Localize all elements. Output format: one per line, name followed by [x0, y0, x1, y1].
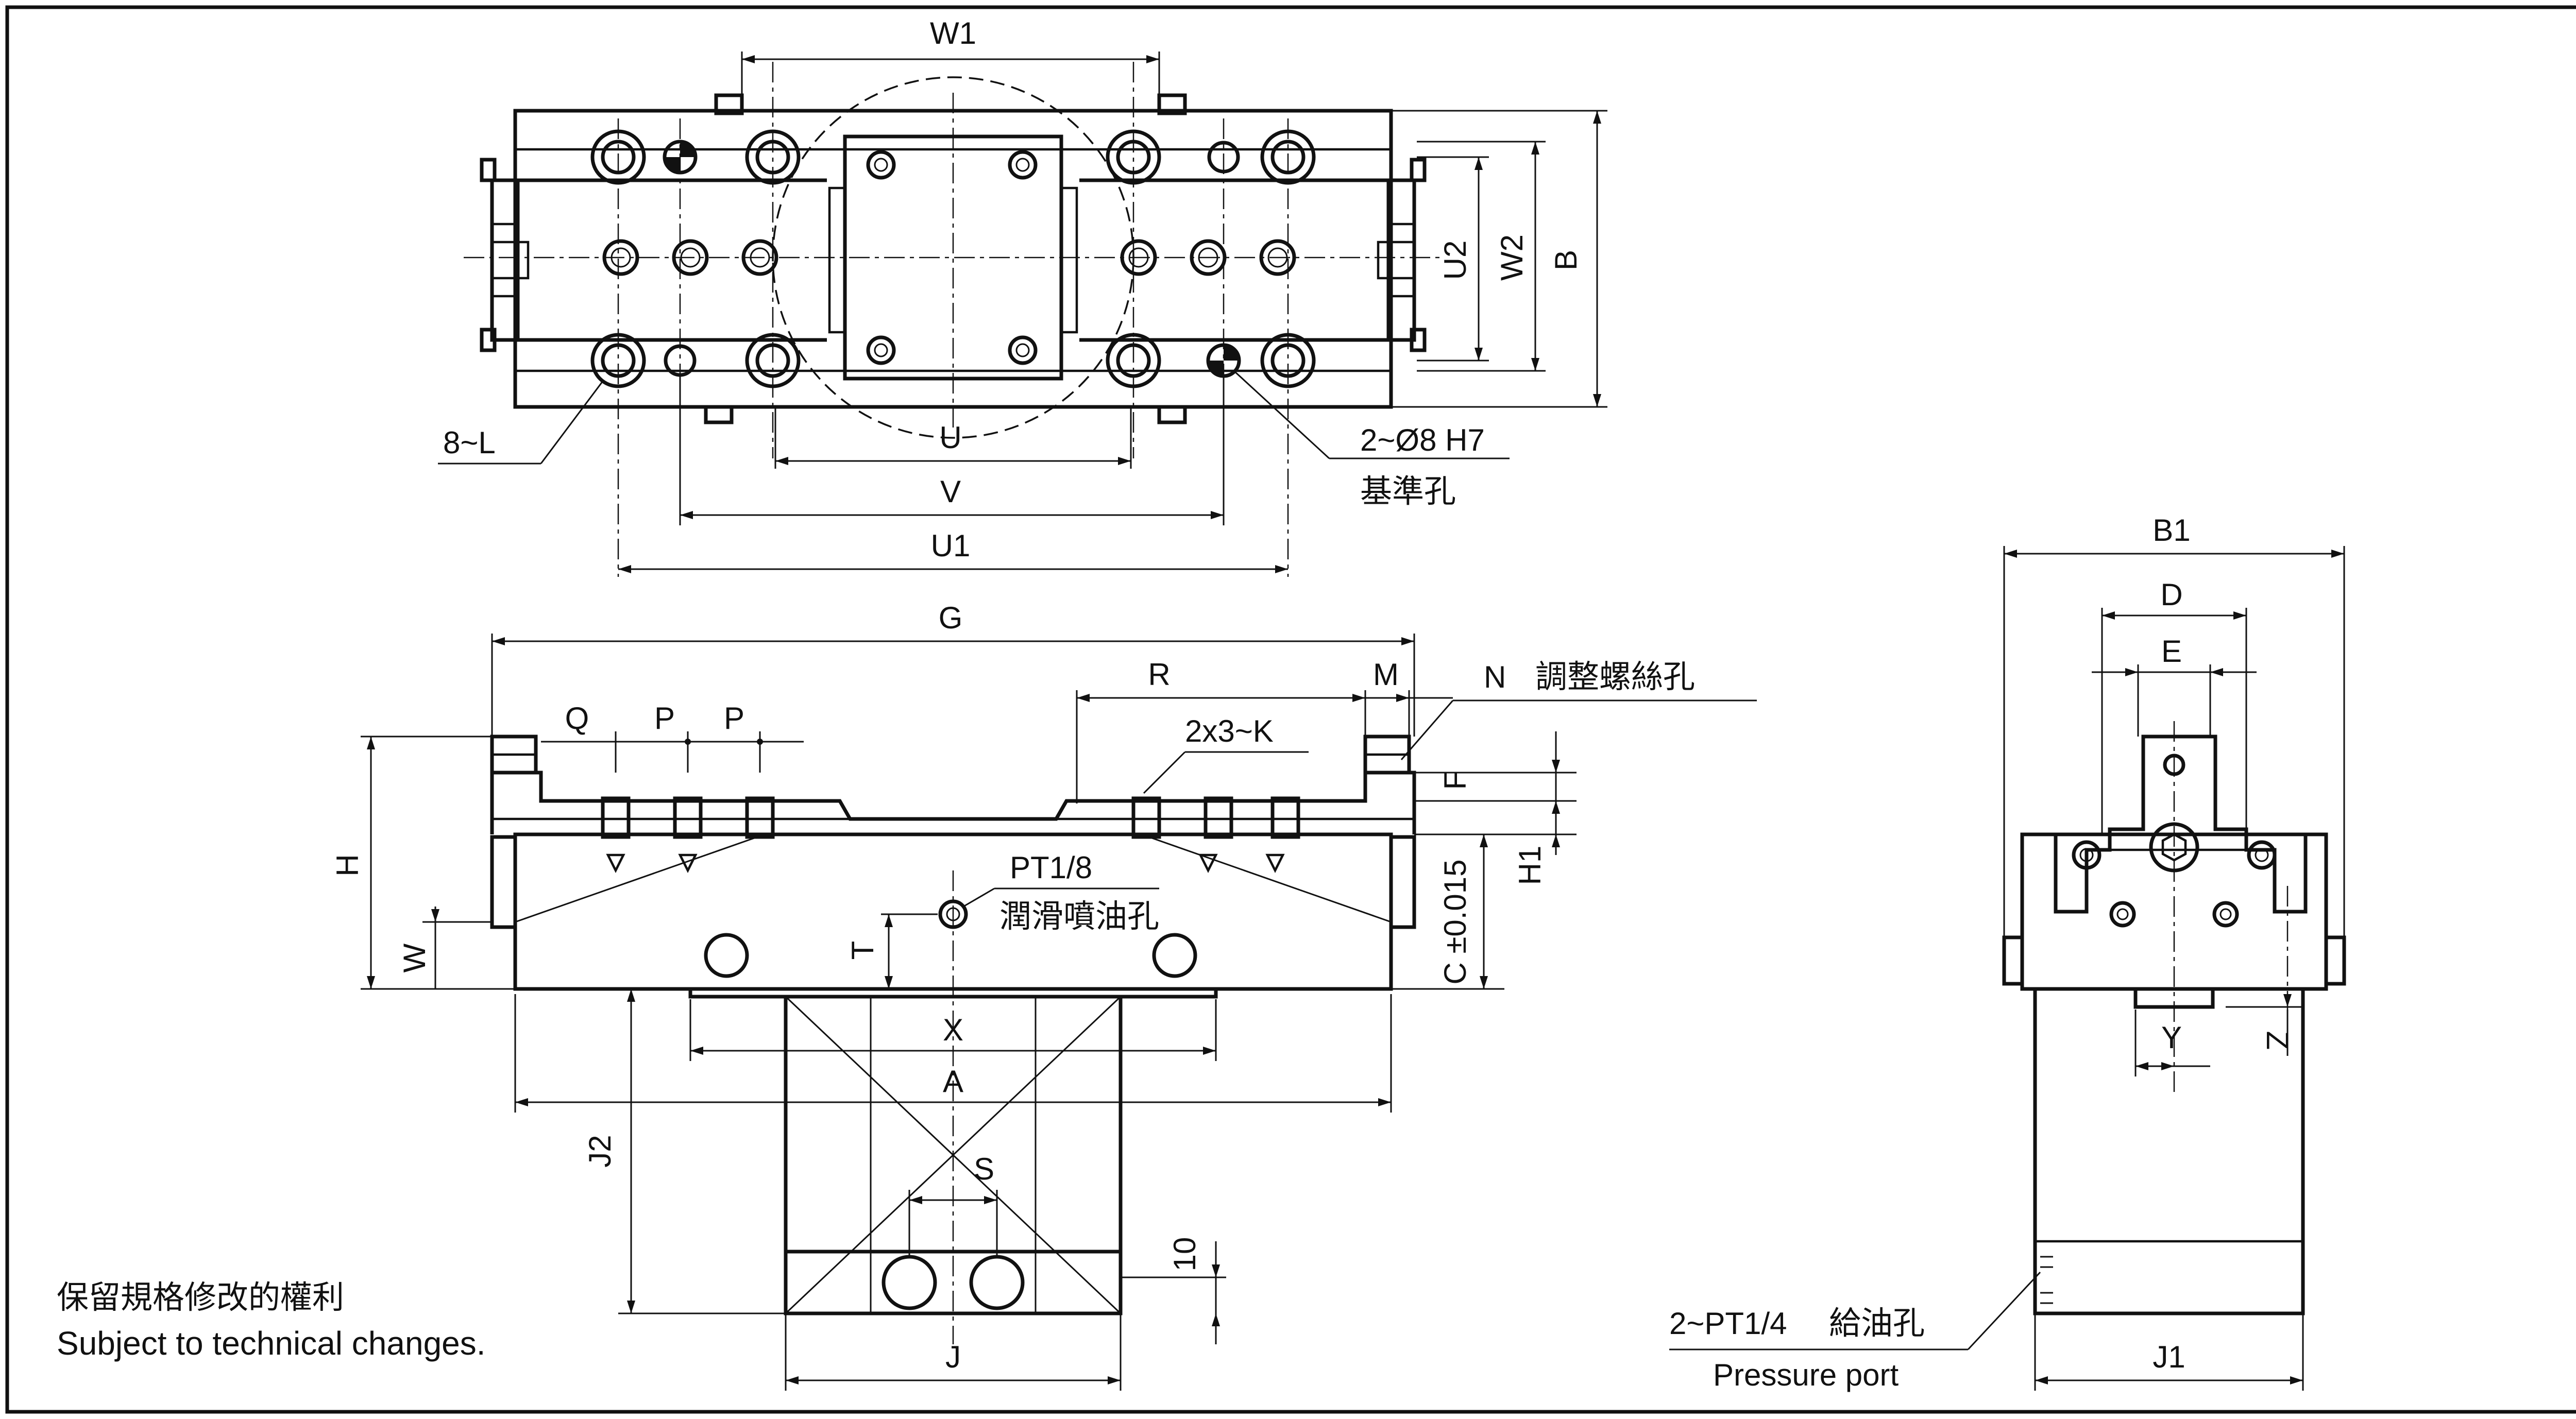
dim-j2: J2	[583, 1135, 617, 1167]
dim-h1: H1	[1513, 846, 1547, 885]
label-pressure-port-code: 2~PT1/4	[1669, 1306, 1787, 1341]
label-pressure-port-en: Pressure port	[1713, 1358, 1899, 1392]
reference-hole-icon	[663, 140, 1241, 378]
dim-r: R	[1148, 657, 1170, 692]
dim-n: N	[1484, 660, 1506, 694]
dim-g: G	[939, 601, 963, 635]
dim-e: E	[2161, 634, 2182, 669]
dim-u1: U1	[931, 528, 971, 563]
dim-u2: U2	[1438, 241, 1472, 280]
dim-h: H	[330, 854, 365, 876]
label-k: 2x3~K	[1185, 714, 1274, 748]
dim-q: Q	[565, 701, 589, 736]
dim-z: Z	[2260, 1031, 2295, 1050]
note-cn: 保留規格修改的權利	[57, 1278, 344, 1316]
top-view: W1 U2 W2 B 8~L U V	[438, 16, 1607, 577]
dim-10: 10	[1167, 1237, 1202, 1272]
dim-j1: J1	[2153, 1340, 2185, 1374]
note-en: Subject to technical changes.	[57, 1325, 486, 1362]
dim-b: B	[1549, 250, 1583, 270]
dim-f: F	[1438, 771, 1472, 790]
side-view: B1 D E Y Z 2~PT1/4 給油孔 Pressure port	[1669, 513, 2346, 1392]
front-screw-slots	[601, 796, 1300, 839]
dim-m: M	[1373, 657, 1399, 692]
dim-v: V	[940, 474, 961, 509]
dim-p2: P	[724, 701, 744, 736]
dim-x: X	[943, 1013, 963, 1047]
label-n-cn: 調整螺絲孔	[1535, 658, 1695, 695]
dim-w2: W2	[1495, 234, 1529, 281]
dim-t: T	[845, 941, 880, 960]
dim-d: D	[2160, 577, 2182, 612]
dim-s: S	[974, 1152, 994, 1186]
dim-w1: W1	[930, 16, 976, 50]
label-pt18-cn: 潤滑噴油孔	[999, 897, 1159, 935]
label-mount-holes: 8~L	[443, 425, 496, 460]
dim-c: C ±0.015	[1438, 859, 1472, 984]
dim-u: U	[939, 420, 961, 455]
dim-b1: B1	[2153, 513, 2190, 548]
dim-a: A	[943, 1064, 963, 1099]
dim-j: J	[945, 1340, 961, 1374]
label-ref-holes: 2~Ø8 H7	[1360, 423, 1485, 457]
drawing-border	[5, 5, 2576, 1414]
label-ref-holes-cn: 基準孔	[1360, 472, 1456, 510]
dim-y: Y	[2161, 1020, 2182, 1055]
front-view: G R M N 調整螺絲孔 Q P P 2x3~K F	[330, 601, 1757, 1391]
dim-p1: P	[654, 701, 675, 736]
label-pt18: PT1/8	[1010, 850, 1092, 885]
label-pressure-port-cn: 給油孔	[1829, 1304, 1925, 1342]
dim-w: W	[397, 943, 432, 972]
